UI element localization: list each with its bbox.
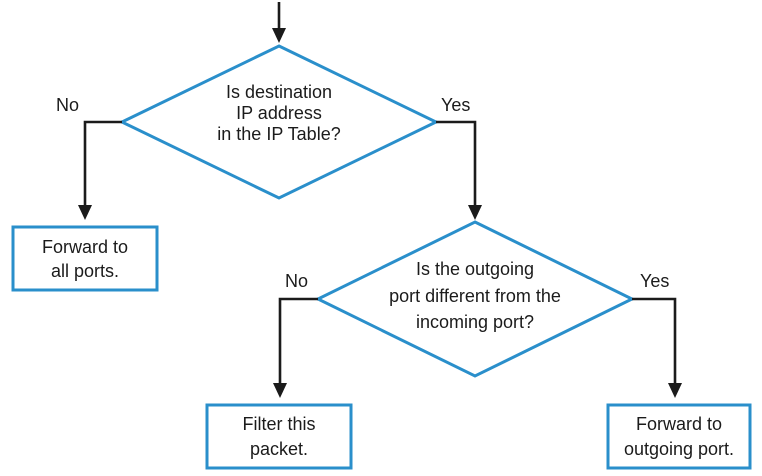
decision-ip-table-text-line2: IP address xyxy=(236,103,322,123)
decision-ip-table-text-line3: in the IP Table? xyxy=(217,124,340,144)
decision-port-text-line1: Is the outgoing xyxy=(416,259,534,279)
forward-outgoing-port-text-line1: Forward to xyxy=(636,414,722,434)
filter-packet-text-line2: packet. xyxy=(250,439,308,459)
filter-packet-text-line1: Filter this xyxy=(242,414,315,434)
entry-arrow xyxy=(272,2,286,43)
decision-ip-table-no-connector xyxy=(78,120,122,220)
decision-ip-table-no-label: No xyxy=(56,95,79,115)
forward-all-ports-text-line2: all ports. xyxy=(51,261,119,281)
decision-port-yes-connector xyxy=(632,297,682,398)
filter-packet-box xyxy=(205,403,353,470)
forward-outgoing-port-text-line2: outgoing port. xyxy=(624,439,734,459)
decision-port-text-line3: incoming port? xyxy=(416,312,534,332)
decision-port-no-connector xyxy=(273,297,318,398)
decision-port-diamond xyxy=(314,220,636,378)
decision-ip-table-diamond xyxy=(118,44,440,200)
forward-all-ports-box xyxy=(11,225,159,292)
decision-port-yes-label: Yes xyxy=(640,271,669,291)
forward-all-ports-text-line1: Forward to xyxy=(42,237,128,257)
decision-ip-table-yes-label: Yes xyxy=(441,95,470,115)
decision-ip-table-yes-connector xyxy=(436,120,482,220)
decision-port-no-label: No xyxy=(285,271,308,291)
forward-outgoing-port-box xyxy=(606,403,752,470)
decision-port-text-line2: port different from the xyxy=(389,286,561,306)
decision-ip-table-text-line1: Is destination xyxy=(226,82,332,102)
